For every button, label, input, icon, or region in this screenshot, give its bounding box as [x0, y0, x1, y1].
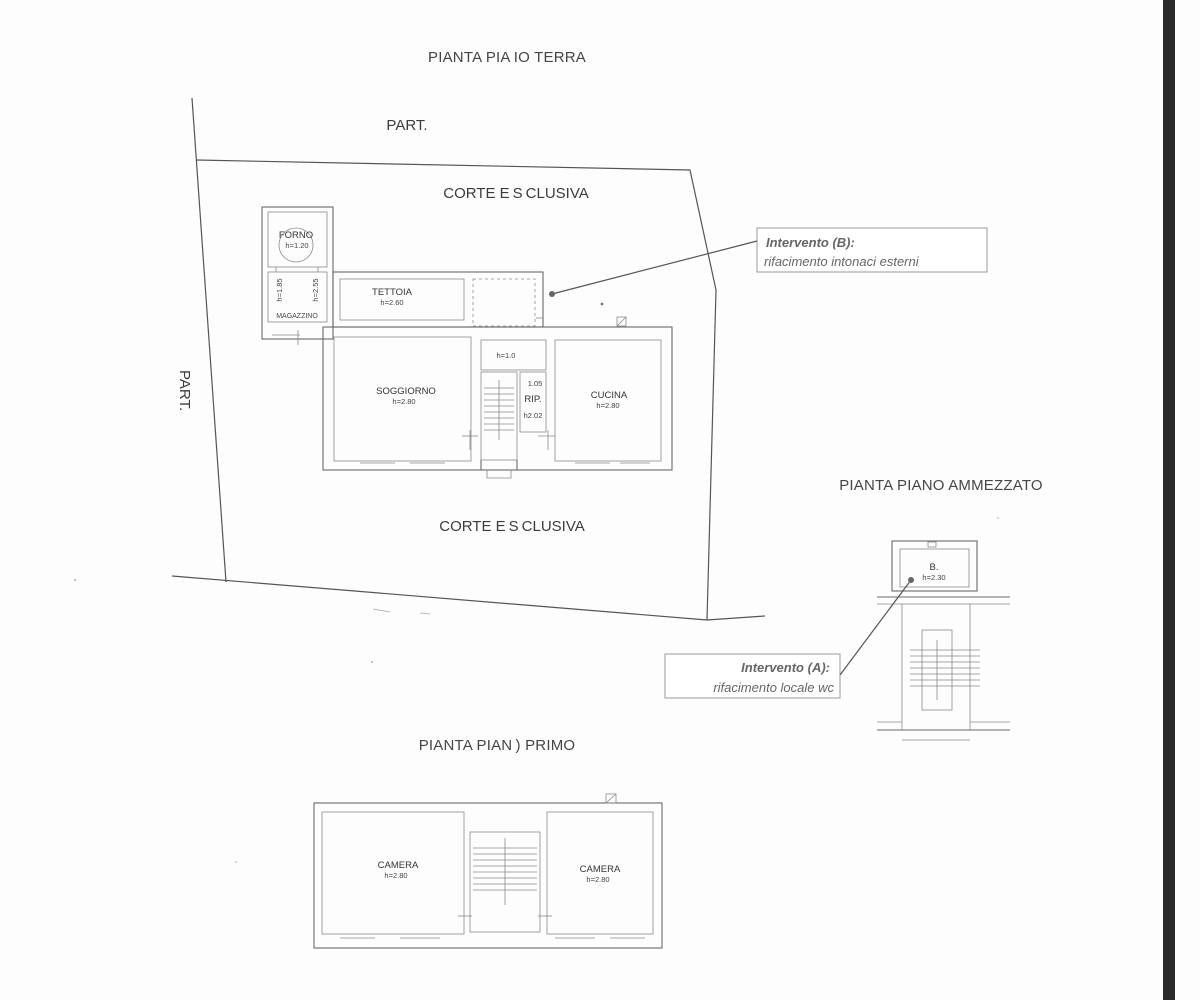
height-label-forno: h=1.20: [285, 241, 308, 250]
ground-stair: [484, 380, 514, 440]
room-label-cucina: CUCINA: [591, 390, 628, 401]
height-label-camera-right: h=2.80: [586, 875, 609, 884]
height-label-soggiorno: h=2.80: [392, 397, 415, 406]
ground-floor-title: PIANTA PIA IO TERRA: [428, 49, 586, 66]
courtyard-label-top: CORTE E S CLUSIVA: [443, 185, 589, 202]
first-floor-plan: [313, 793, 663, 949]
height-label-rip-2: h2.02: [524, 411, 543, 420]
room-label-tettoia: TETTOIA: [372, 287, 413, 298]
callout-b-description: rifacimento intonaci esterni: [764, 254, 920, 269]
callout-a-title: Intervento (A):: [741, 660, 830, 675]
first-floor-title: PIANTA PIAN ) PRIMO: [419, 737, 576, 754]
mezzanine-title: PIANTA PIANO AMMEZZATO: [839, 477, 1043, 494]
height-label-cucina: h=2.80: [596, 401, 619, 410]
callout-intervento-a: Intervento (A): rifacimento locale wc: [664, 577, 914, 699]
ground-floor-plan: [261, 206, 673, 479]
parcel-label-left: PART.: [176, 370, 193, 411]
room-label-ripostiglio: RIP.: [524, 394, 541, 405]
callout-a-description: rifacimento locale wc: [713, 680, 834, 695]
room-label-soggiorno: SOGGIORNO: [376, 386, 436, 397]
height-label-tettoia: h=2.60: [380, 298, 403, 307]
room-label-magazzino: MAGAZZINO: [276, 313, 318, 320]
room-label-camera-right: CAMERA: [580, 864, 621, 875]
height-label-camera-left: h=2.80: [384, 871, 407, 880]
first-floor-stair: [473, 838, 537, 905]
height-label-bagno: h=2.30: [922, 573, 945, 582]
height-label-rip-1: 1.05: [528, 379, 543, 388]
height-label-magazzino-1: h=1.85: [275, 278, 284, 301]
room-label-forno: FORNO: [279, 230, 313, 241]
courtyard-label-bottom: CORTE E S CLUSIVA: [439, 518, 585, 535]
lot-boundary: [171, 97, 766, 621]
mezzanine-stair: [910, 640, 980, 700]
mezzanine-plan: [877, 540, 1010, 741]
parcel-label-top: PART.: [386, 117, 427, 134]
callout-b-title: Intervento (B):: [766, 235, 855, 250]
scan-edge-bar: [1163, 0, 1175, 1000]
height-label-magazzino-2: h=2.55: [311, 278, 320, 301]
room-label-camera-left: CAMERA: [378, 860, 419, 871]
scan-specks: [74, 302, 999, 863]
room-label-bagno: B.: [930, 562, 939, 573]
height-label-stair: h=1.0: [497, 351, 516, 360]
callout-intervento-b: Intervento (B): rifacimento intonaci est…: [549, 227, 988, 297]
